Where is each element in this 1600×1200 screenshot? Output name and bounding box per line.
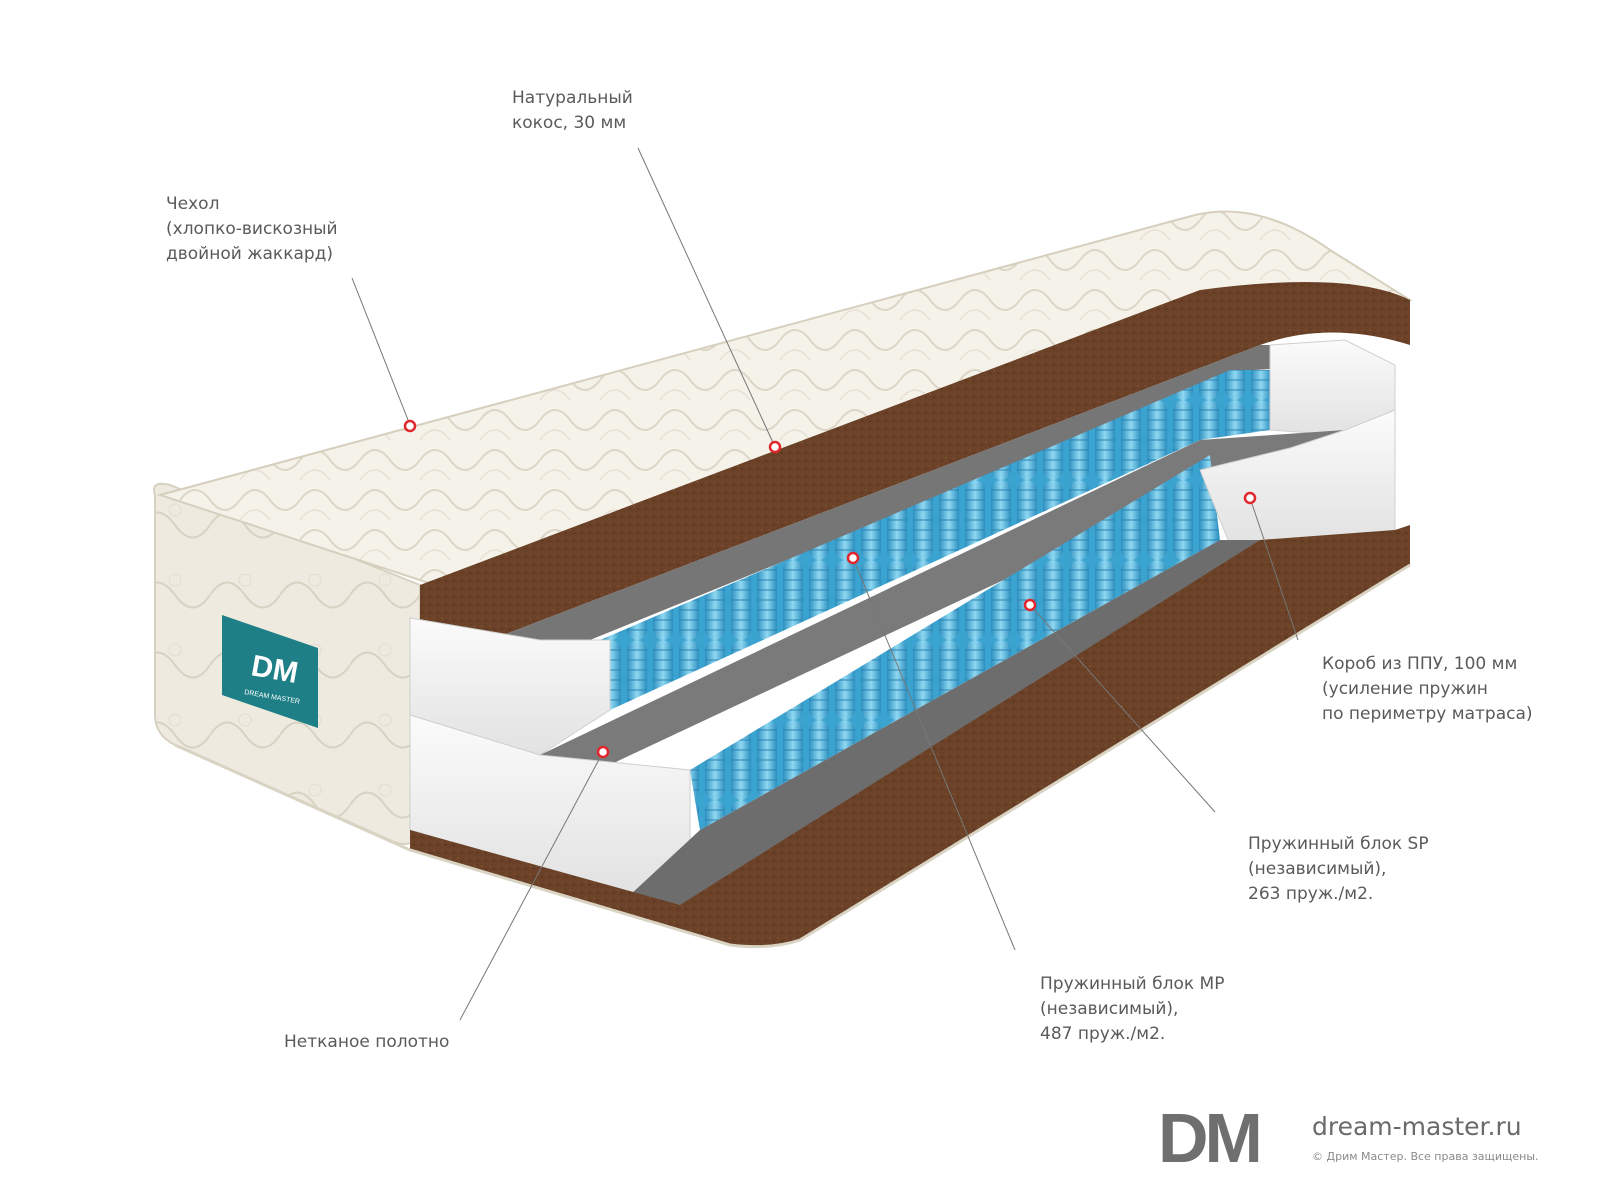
callout-coconut: Натуральный кокос, 30 мм — [512, 86, 633, 136]
leader-foam-box — [1249, 497, 1299, 641]
footer-site-link[interactable]: dream-master.ru — [1312, 1112, 1522, 1141]
marker-coconut — [768, 440, 782, 454]
callout-spring-sp-line-1: Пружинный блок SP — [1248, 834, 1429, 854]
footer-logo-text: DM — [1158, 1099, 1259, 1177]
coconut-layer-bottom — [410, 525, 1410, 947]
brand-tag: DM DREAM MASTER — [222, 615, 318, 728]
markers — [403, 419, 1257, 759]
mattress-bottom-edge — [174, 563, 1411, 949]
marker-nonwoven — [596, 745, 610, 759]
marker-cover — [403, 419, 417, 433]
mattress-top-cover — [156, 210, 1413, 587]
felt-layer-middle — [540, 430, 1345, 790]
callout-nonwoven-line-1: Нетканое полотно — [284, 1032, 450, 1052]
callout-coconut-line-1: Натуральный — [512, 88, 633, 108]
callout-spring-sp-line-2: (независимый), — [1248, 859, 1387, 879]
callout-cover-line-2: (хлопко-вискозный — [166, 219, 338, 239]
marker-spring-sp — [1023, 598, 1037, 612]
leader-nonwoven — [459, 751, 604, 1021]
callout-cover: Чехол (хлопко-вискозный двойной жаккард) — [166, 192, 338, 267]
spring-block-lower — [690, 455, 1220, 830]
callout-foam-box-line-3: по периметру матраса) — [1322, 704, 1533, 724]
callout-foam-box-line-1: Короб из ППУ, 100 мм — [1322, 654, 1518, 674]
callout-cover-line-1: Чехол — [166, 194, 220, 214]
leader-lines — [351, 147, 1299, 1021]
callout-coconut-line-2: кокос, 30 мм — [512, 113, 627, 133]
callout-spring-sp: Пружинный блок SP (независимый), 263 пру… — [1248, 832, 1429, 907]
callout-nonwoven: Нетканое полотно — [284, 1030, 449, 1055]
callout-foam-box-line-2: (усиление пружин — [1322, 679, 1488, 699]
callout-spring-mp-line-2: (независимый), — [1040, 999, 1179, 1019]
coconut-layer-top — [420, 282, 1410, 640]
brand-tag-logo: DM — [249, 649, 301, 690]
leader-cover — [351, 277, 411, 426]
callout-cover-line-3: двойной жаккард) — [166, 244, 334, 264]
callout-spring-mp: Пружинный блок МР (независимый), 487 пру… — [1040, 972, 1224, 1047]
footer-copyright: © Дрим Мастер. Все права защищены. — [1312, 1150, 1539, 1163]
callout-foam-box: Короб из ППУ, 100 мм (усиление пружин по… — [1322, 652, 1533, 727]
marker-foam-box — [1243, 491, 1257, 505]
callout-spring-mp-line-3: 487 пруж./м2. — [1040, 1024, 1166, 1044]
felt-layer-bottom — [630, 540, 1260, 905]
marker-spring-mp — [846, 551, 860, 565]
leader-coconut — [637, 147, 776, 448]
leader-spring-sp — [1029, 604, 1216, 813]
leader-spring-mp — [852, 557, 1016, 951]
spring-block-upper — [600, 370, 1270, 710]
footer-logo: DM — [1158, 1099, 1263, 1177]
callout-spring-mp-line-1: Пружинный блок МР — [1040, 974, 1225, 994]
callout-spring-sp-line-3: 263 пруж./м2. — [1248, 884, 1374, 904]
